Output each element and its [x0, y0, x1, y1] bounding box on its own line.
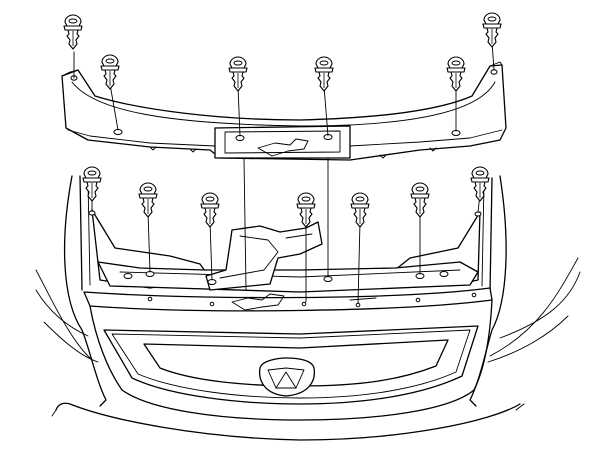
clip-head [233, 60, 243, 66]
clip-head [319, 60, 329, 66]
clip [482, 12, 502, 48]
clip [446, 56, 466, 92]
alignment-leader-lines [73, 41, 495, 304]
clip [82, 166, 102, 202]
clip [138, 182, 158, 218]
clip-head [301, 196, 311, 202]
clip-head [487, 16, 497, 22]
clip-group [63, 12, 502, 228]
clip [200, 192, 220, 228]
clip [314, 56, 334, 92]
clip-head [355, 196, 365, 202]
clip-head [205, 196, 215, 202]
clip-head [68, 18, 78, 24]
clip [470, 166, 490, 202]
clip [296, 192, 316, 228]
emblem [258, 357, 316, 397]
clip-head [105, 58, 115, 64]
clip-head [415, 186, 425, 192]
clip-head [475, 170, 485, 176]
clip-head [87, 170, 97, 176]
front-bulkhead-cover [61, 61, 507, 161]
radiator-support [79, 175, 493, 293]
clip [410, 182, 430, 218]
clip [63, 14, 83, 50]
clip-head [451, 60, 461, 66]
clip [100, 54, 120, 90]
clip [350, 192, 370, 228]
clip-head [143, 186, 153, 192]
front-bumper [35, 175, 581, 441]
clip [228, 56, 248, 92]
